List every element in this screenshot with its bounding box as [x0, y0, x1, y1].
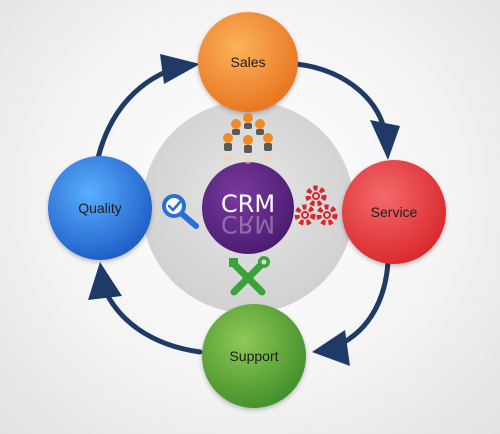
quality-circle	[48, 156, 152, 260]
cycle-arrows	[88, 54, 400, 366]
crm-label: CRM	[221, 190, 275, 218]
node-support: Support	[202, 304, 306, 408]
service-circle	[342, 160, 446, 264]
node-quality: Quality	[48, 156, 152, 260]
sales-label: Sales	[230, 54, 265, 70]
people-icon	[223, 113, 273, 164]
gears-icon	[294, 185, 338, 226]
tools-icon	[229, 256, 270, 296]
quality-label: Quality	[78, 200, 122, 216]
arrowhead-service	[370, 120, 400, 160]
arrow-support-to-quality	[101, 285, 203, 355]
node-sales: Sales	[198, 12, 298, 112]
node-service: Service	[342, 160, 446, 264]
support-label: Support	[229, 348, 278, 364]
arrowhead-quality	[88, 262, 122, 300]
support-circle	[202, 304, 306, 408]
sales-circle	[198, 12, 298, 112]
crm-circle	[202, 162, 294, 254]
crm-label-reflection: CRM	[221, 210, 275, 238]
arrowhead-support	[312, 330, 350, 366]
arrowhead-sales	[160, 54, 200, 84]
crm-center: CRM CRM	[202, 162, 294, 254]
service-label: Service	[371, 204, 418, 220]
magnifier-check-icon	[162, 194, 199, 229]
